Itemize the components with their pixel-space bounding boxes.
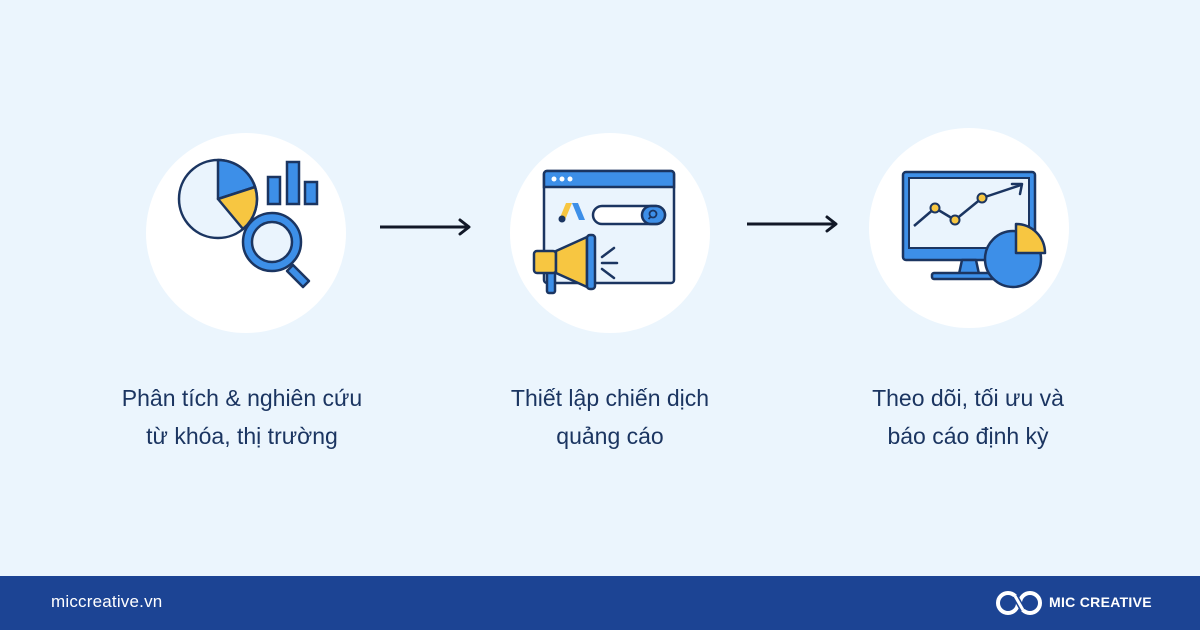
step-3-circle [869, 128, 1069, 328]
right-arrow-icon [747, 215, 838, 233]
monitor-report-icon [901, 170, 1047, 289]
magnifier-analytics-icon [177, 158, 319, 289]
step-2-label-line2: quảng cáo [556, 423, 664, 449]
footer-bar: miccreative.vn MIC CREATIVE [0, 576, 1200, 630]
brand-name: MIC CREATIVE [1049, 594, 1152, 610]
mic-creative-logo [996, 591, 1042, 615]
footer-website[interactable]: miccreative.vn [51, 592, 163, 611]
step-1-circle [146, 133, 346, 333]
step-1-label-line1: Phân tích & nghiên cứu [121, 385, 363, 411]
step-1-label: Phân tích & nghiên cứu từ khóa, thị trườ… [82, 379, 402, 455]
step-3-label-line2: báo cáo định kỳ [887, 423, 1049, 449]
right-arrow-icon [380, 218, 471, 236]
step-2-label: Thiết lập chiến dịch quảng cáo [450, 379, 770, 455]
step-2-circle [510, 133, 710, 333]
step-1-label-line2: từ khóa, thị trường [146, 423, 338, 449]
step-3-label: Theo dõi, tối ưu và báo cáo định kỳ [808, 379, 1128, 455]
ads-campaign-icon [532, 169, 676, 295]
step-2-label-line1: Thiết lập chiến dịch [510, 385, 710, 411]
step-3-label-line1: Theo dõi, tối ưu và [872, 385, 1064, 411]
